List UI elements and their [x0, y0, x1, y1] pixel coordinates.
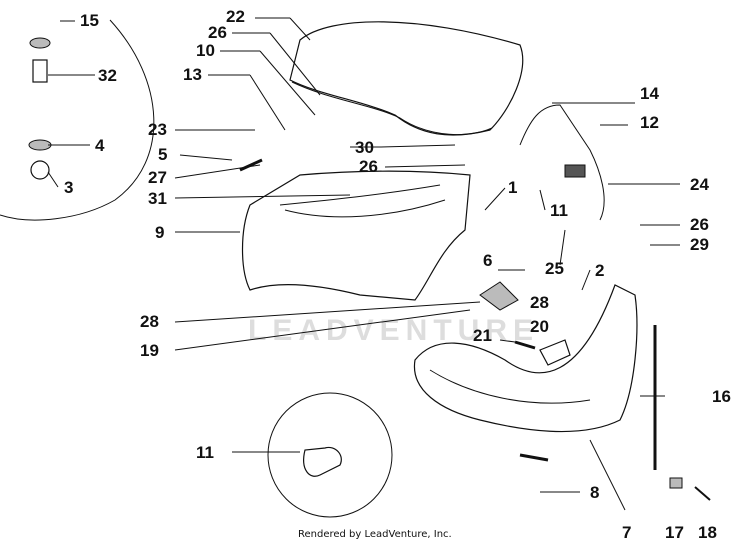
detail-circle-top [0, 19, 155, 221]
screw-21 [514, 340, 536, 350]
clip-detail [303, 446, 342, 477]
wire-connector [564, 164, 586, 178]
washer-15 [29, 37, 51, 49]
callout-11-top: 11 [550, 201, 568, 220]
washer-4 [28, 139, 52, 151]
callout-5: 5 [158, 145, 167, 164]
leader-lines [47, 17, 680, 511]
glovebox-seal [284, 199, 446, 218]
callout-6: 6 [483, 251, 492, 270]
screw-18 [694, 486, 711, 501]
callout-17: 17 [665, 523, 684, 542]
nut-3 [30, 160, 50, 180]
bracket-28-part [479, 281, 519, 311]
callout-8: 8 [590, 483, 599, 502]
callout-31: 31 [148, 189, 167, 208]
glovebox-rim [279, 184, 441, 206]
callout-14: 14 [640, 84, 659, 103]
callout-7: 7 [622, 523, 631, 542]
callout-18: 18 [698, 523, 717, 542]
callout-26-top: 26 [208, 23, 227, 42]
callout-28-left: 28 [140, 312, 159, 331]
bolt-32 [32, 59, 48, 83]
watermark: LEADVENTURE [248, 314, 539, 347]
callout-1: 1 [508, 178, 517, 197]
detail-circle-bottom [267, 392, 393, 518]
callout-2: 2 [595, 261, 604, 280]
callout-27: 27 [148, 168, 167, 187]
callout-labels: 15 22 26 10 32 13 23 4 5 3 27 31 9 30 26… [64, 7, 731, 542]
callout-26-right: 26 [690, 215, 709, 234]
callout-4: 4 [95, 136, 105, 155]
bracket-part [539, 339, 571, 366]
callout-28-right: 28 [530, 293, 549, 312]
front-shield-part [413, 284, 638, 433]
spacer-17 [669, 477, 683, 489]
seat-part [289, 21, 524, 136]
callout-9: 9 [155, 223, 164, 242]
callout-19: 19 [140, 341, 159, 360]
callout-11-bottom: 11 [196, 443, 214, 462]
seat-lower-edge [291, 81, 493, 135]
glovebox-part [241, 170, 471, 301]
callout-13: 13 [183, 65, 202, 84]
callout-29: 29 [690, 235, 709, 254]
callout-22: 22 [226, 7, 245, 26]
footer-credit: Rendered by LeadVenture, Inc. [298, 529, 452, 540]
callout-3: 3 [64, 178, 73, 197]
callout-12: 12 [640, 113, 659, 132]
callout-32: 32 [98, 66, 117, 85]
screw-8 [519, 453, 549, 462]
callout-30: 30 [355, 138, 374, 157]
callout-20: 20 [530, 317, 549, 336]
callout-26-mid: 26 [359, 157, 378, 176]
screw-5 [239, 158, 263, 172]
callout-16: 16 [712, 387, 731, 406]
callout-23: 23 [148, 120, 167, 139]
callout-15: 15 [80, 11, 99, 30]
callout-21: 21 [473, 326, 492, 345]
callout-25: 25 [545, 259, 564, 278]
callout-24: 24 [690, 175, 709, 194]
front-shield-inner [429, 369, 591, 404]
wire-harness [519, 104, 605, 221]
callout-10: 10 [196, 41, 215, 60]
